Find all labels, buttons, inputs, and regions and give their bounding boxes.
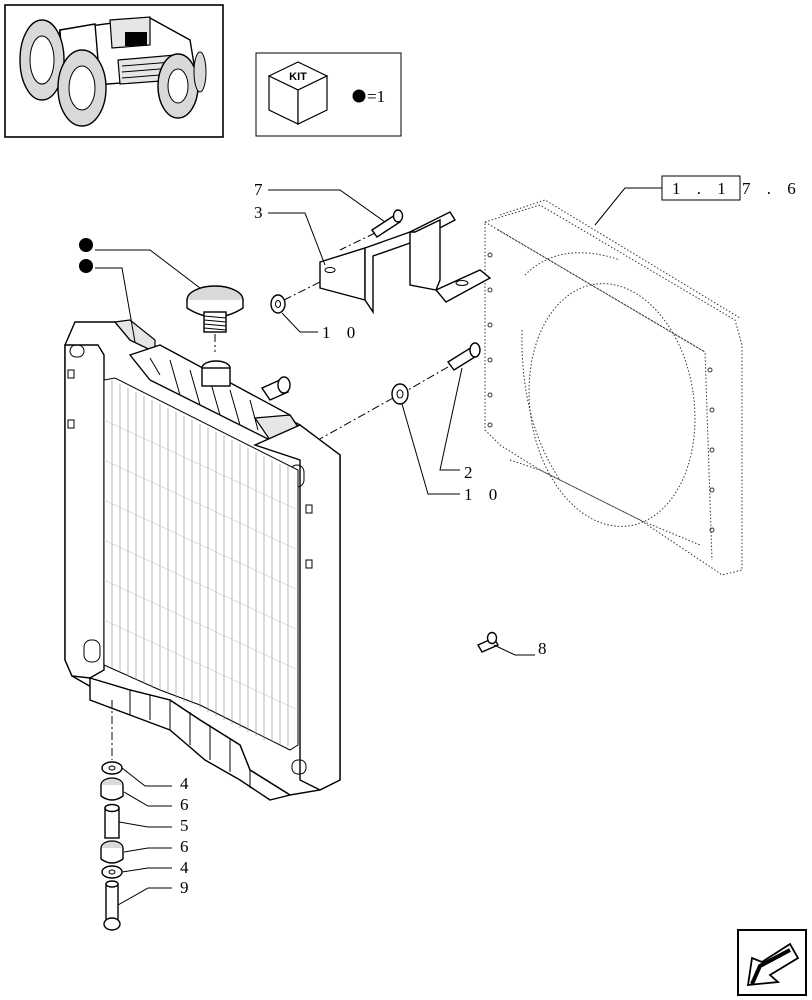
callout-7: 7 [254, 180, 269, 199]
callout-4-top: 4 [180, 774, 195, 793]
tractor-thumbnail-icon [4, 4, 224, 138]
callout-4-bottom: 4 [180, 858, 195, 877]
radiator-cap [186, 285, 244, 352]
rubber-mount-6-bottom [100, 840, 124, 864]
callout-5: 5 [180, 816, 195, 835]
mounting-stack [100, 761, 124, 931]
bolt-2 [446, 342, 481, 371]
leader-lines [95, 189, 535, 906]
filled-circle-marker [352, 89, 366, 103]
rubber-mount-6-top [100, 777, 124, 801]
radiator [64, 319, 341, 801]
callout-2: 2 [464, 463, 479, 482]
callout-9: 9 [180, 878, 195, 897]
kit-equals-text: =1 [367, 87, 385, 106]
callout-labels: 7 3 1 0 2 1 0 8 4 6 5 6 4 9 [180, 180, 553, 897]
washer-10-top [270, 281, 321, 314]
kit-legend: KIT =1 [255, 52, 402, 137]
bolt-8 [477, 631, 499, 653]
callout-10-mid: 1 0 [464, 485, 503, 504]
callout-3: 3 [254, 203, 269, 222]
callout-6-top: 6 [180, 795, 195, 814]
washer-4-bottom [101, 865, 123, 879]
marker-bullet-2 [79, 259, 93, 273]
bolt-7 [339, 209, 404, 251]
callout-8: 8 [538, 639, 553, 658]
bracket [319, 211, 492, 315]
kit-label: KIT [289, 71, 307, 83]
washer-10-mid [317, 366, 449, 441]
spacer-5 [104, 803, 120, 839]
fan-shroud [484, 199, 743, 576]
radiator-core [103, 377, 299, 751]
callout-6-bottom: 6 [180, 837, 195, 856]
callout-10-top: 1 0 [322, 323, 361, 342]
bolt-9 [103, 880, 121, 931]
next-page-arrow-icon[interactable] [737, 929, 807, 996]
reference-box: 1 . 1 7 . 6 [594, 175, 802, 226]
marker-bullet-1 [79, 238, 93, 252]
kit-box-icon: KIT [267, 61, 329, 125]
reference-number: 1 . 1 7 . 6 [672, 179, 802, 198]
washer-4-top [101, 761, 123, 775]
